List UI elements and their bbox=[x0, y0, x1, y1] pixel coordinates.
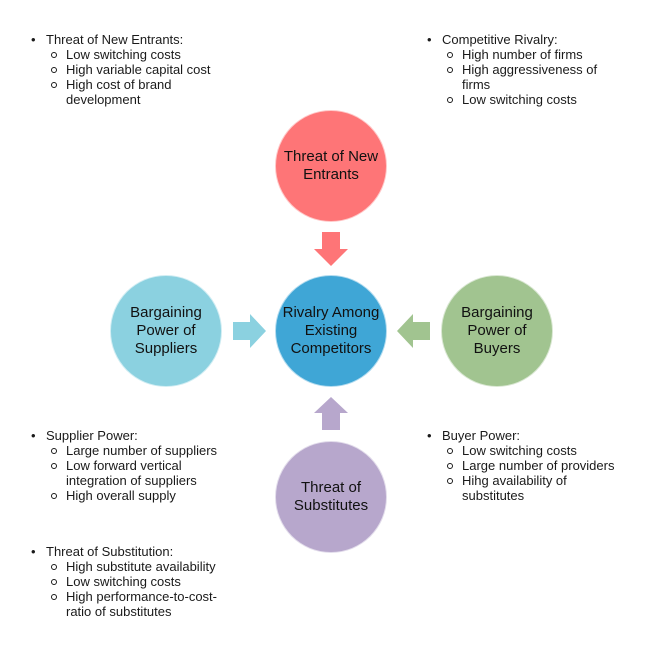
force-threat-of-new-entrants: Threat of New Entrants bbox=[275, 110, 387, 222]
note-item: Hihg availability of substitutes bbox=[424, 473, 582, 503]
note-item: Low switching costs bbox=[424, 443, 624, 458]
force-label: Bargaining Power of Buyers bbox=[461, 304, 533, 357]
note-item: Low forward vertical integration of supp… bbox=[28, 458, 206, 488]
note-item: Low switching costs bbox=[28, 47, 238, 62]
note-item: Low switching costs bbox=[424, 92, 624, 107]
note-threat-of-substitution: Threat of Substitution: High substitute … bbox=[28, 544, 238, 619]
note-item: High performance-to-cost-ratio of substi… bbox=[28, 589, 221, 619]
note-item: Low switching costs bbox=[28, 574, 238, 589]
note-heading: Competitive Rivalry: bbox=[424, 32, 624, 47]
note-item: High substitute availability bbox=[28, 559, 238, 574]
force-label: Threat of New Entrants bbox=[283, 148, 379, 183]
force-label: Threat of Substitutes bbox=[293, 479, 369, 514]
force-threat-of-substitutes: Threat of Substitutes bbox=[275, 441, 387, 553]
note-heading: Threat of New Entrants: bbox=[28, 32, 238, 47]
force-bargaining-power-of-buyers: Bargaining Power of Buyers bbox=[441, 275, 553, 387]
arrow-left-icon bbox=[397, 314, 430, 348]
note-item: High overall supply bbox=[28, 488, 238, 503]
center-label: Rivalry Among Existing Competitors bbox=[282, 304, 380, 357]
note-item: High number of firms bbox=[424, 47, 624, 62]
note-buyer-power: Buyer Power: Low switching costs Large n… bbox=[424, 428, 624, 503]
note-item: High aggressiveness of firms bbox=[424, 62, 602, 92]
note-threat-of-new-entrants: Threat of New Entrants: Low switching co… bbox=[28, 32, 238, 107]
note-item: Large number of providers bbox=[424, 458, 624, 473]
note-item: Large number of suppliers bbox=[28, 443, 238, 458]
arrow-down-icon bbox=[314, 232, 348, 266]
force-bargaining-power-of-suppliers: Bargaining Power of Suppliers bbox=[110, 275, 222, 387]
note-item: High variable capital cost bbox=[28, 62, 238, 77]
center-rivalry-among-existing-competitors: Rivalry Among Existing Competitors bbox=[275, 275, 387, 387]
force-label: Bargaining Power of Suppliers bbox=[130, 304, 202, 357]
note-heading: Buyer Power: bbox=[424, 428, 624, 443]
arrow-right-icon bbox=[233, 314, 266, 348]
arrow-up-icon bbox=[314, 397, 348, 430]
note-supplier-power: Supplier Power: Large number of supplier… bbox=[28, 428, 238, 503]
note-heading: Supplier Power: bbox=[28, 428, 238, 443]
note-competitive-rivalry: Competitive Rivalry: High number of firm… bbox=[424, 32, 624, 107]
note-item: High cost of brand development bbox=[28, 77, 186, 107]
note-heading: Threat of Substitution: bbox=[28, 544, 238, 559]
